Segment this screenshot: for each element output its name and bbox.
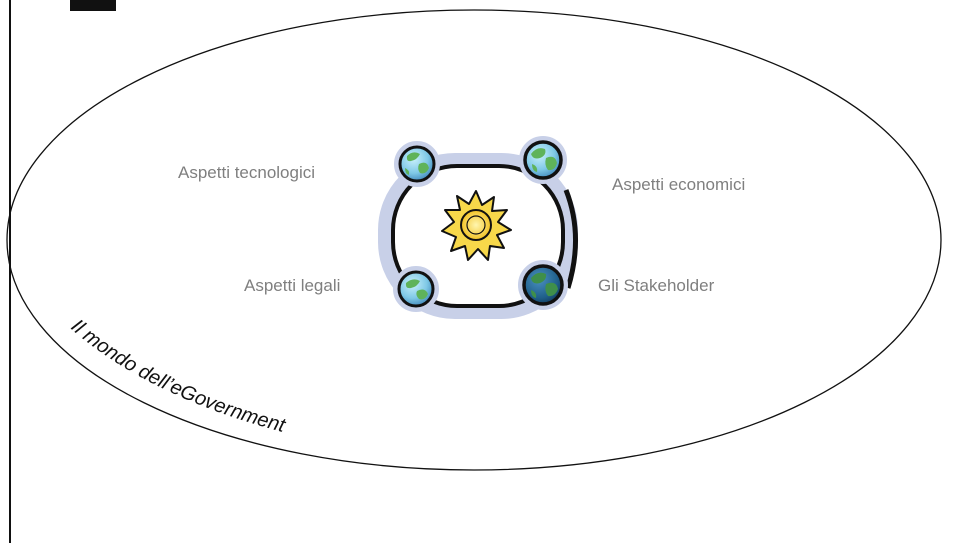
sun-icon [441,190,512,261]
ring-shadow-arc [563,189,579,289]
ring-glow [378,153,578,319]
ring-outline [391,164,565,308]
label-aspetti-economici: Aspetti economici [612,175,746,194]
label-aspetti-tecnologici: Aspetti tecnologici [178,163,316,182]
globe-icon [394,141,440,187]
globe-icon [519,136,567,184]
slide-left-border [9,0,11,543]
label-stakeholder: Gli Stakeholder [598,276,715,295]
world-ellipse [6,9,942,471]
world-label: Il mondo dell’eGovernment [67,315,289,437]
globe-icon [393,266,439,312]
label-aspetti-legali: Aspetti legali [244,276,341,295]
globe-icon [518,260,568,310]
slide-title-fragment [70,0,116,11]
